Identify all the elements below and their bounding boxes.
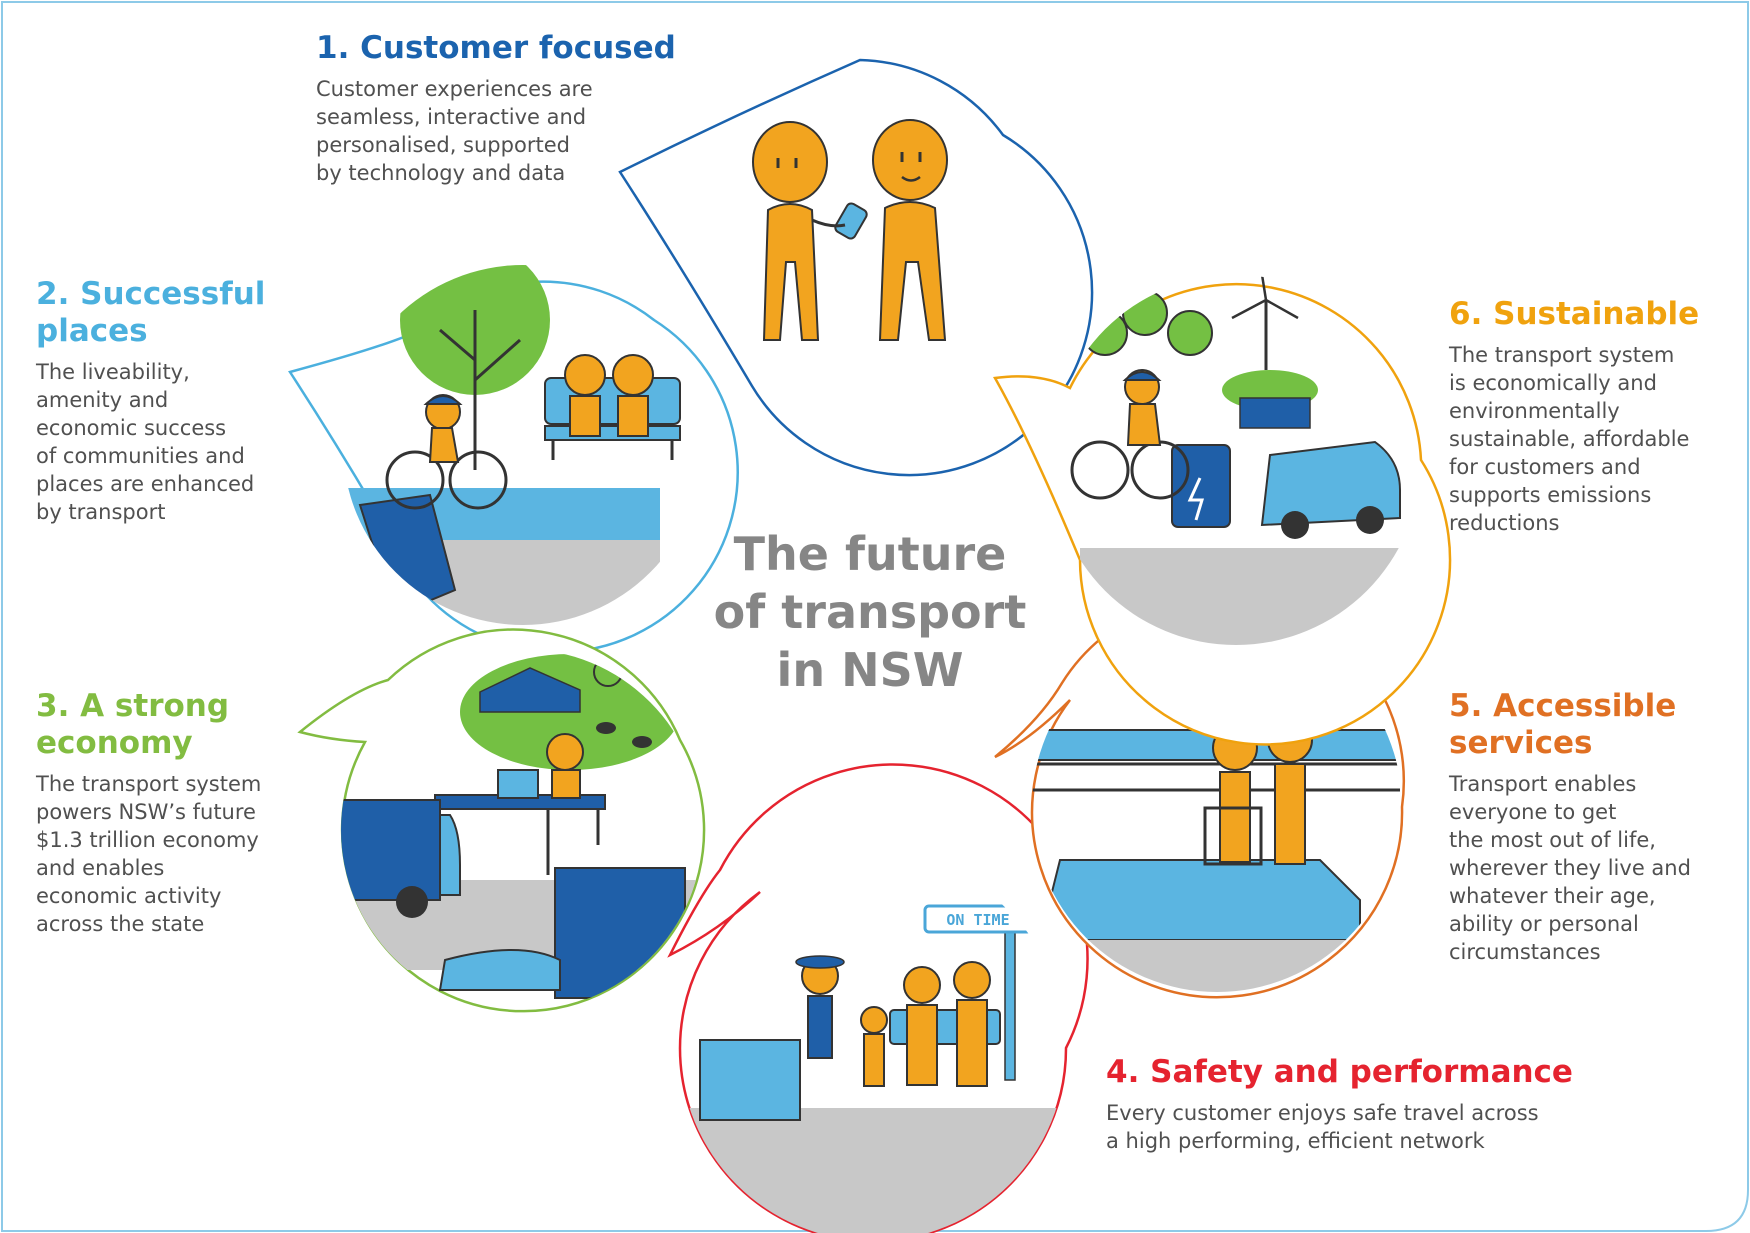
outcome-successful-places: 2. Successful places The liveability, am… xyxy=(36,276,306,526)
outcome-strong-economy: 3. A strong economy The transport system… xyxy=(36,688,306,938)
central-title: The future of transport in NSW xyxy=(640,525,1100,699)
bubble-customer-focused xyxy=(618,58,1094,477)
title-line-2: of transport xyxy=(713,585,1027,639)
outcome-description: Customer experiences are seamless, inter… xyxy=(316,77,593,185)
outcome-safety-performance: 4. Safety and performance Every customer… xyxy=(1106,1054,1586,1155)
bubble-safety-performance: ON TIME xyxy=(667,763,1089,1233)
outcome-heading: 6. Sustainable xyxy=(1449,296,1700,332)
outcome-sustainable: 6. Sustainable The transport system is e… xyxy=(1449,296,1744,537)
on-time-sign-text: ON TIME xyxy=(946,911,1009,929)
title-line-3: in NSW xyxy=(776,643,964,697)
outcome-description: Every customer enjoys safe travel across… xyxy=(1106,1101,1539,1153)
outcome-heading: 4. Safety and performance xyxy=(1106,1054,1573,1090)
two-people-phone-illustration xyxy=(752,119,948,341)
outcome-heading: 1. Customer focused xyxy=(316,30,676,66)
bubble-successful-places xyxy=(288,265,739,654)
outcome-description: The transport system is economically and… xyxy=(1449,343,1690,535)
outcome-heading: 5. Accessible services xyxy=(1449,688,1677,761)
outcome-customer-focused: 1. Customer focused Customer experiences… xyxy=(316,30,676,187)
outcome-accessible-services: 5. Accessible services Transport enables… xyxy=(1449,688,1744,966)
title-line-1: The future xyxy=(733,527,1007,581)
outcome-description: The liveability, amenity and economic su… xyxy=(36,360,255,524)
outcome-description: Transport enables everyone to get the mo… xyxy=(1449,772,1691,964)
outcome-heading: 3. A strong economy xyxy=(36,688,230,761)
bubble-strong-economy xyxy=(297,628,706,1013)
outcome-heading: 2. Successful places xyxy=(36,276,266,349)
park-cyclist-bench-illustration xyxy=(343,265,681,625)
outcome-description: The transport system powers NSW’s future… xyxy=(36,772,262,936)
farm-remote-work-illustration xyxy=(341,654,703,999)
